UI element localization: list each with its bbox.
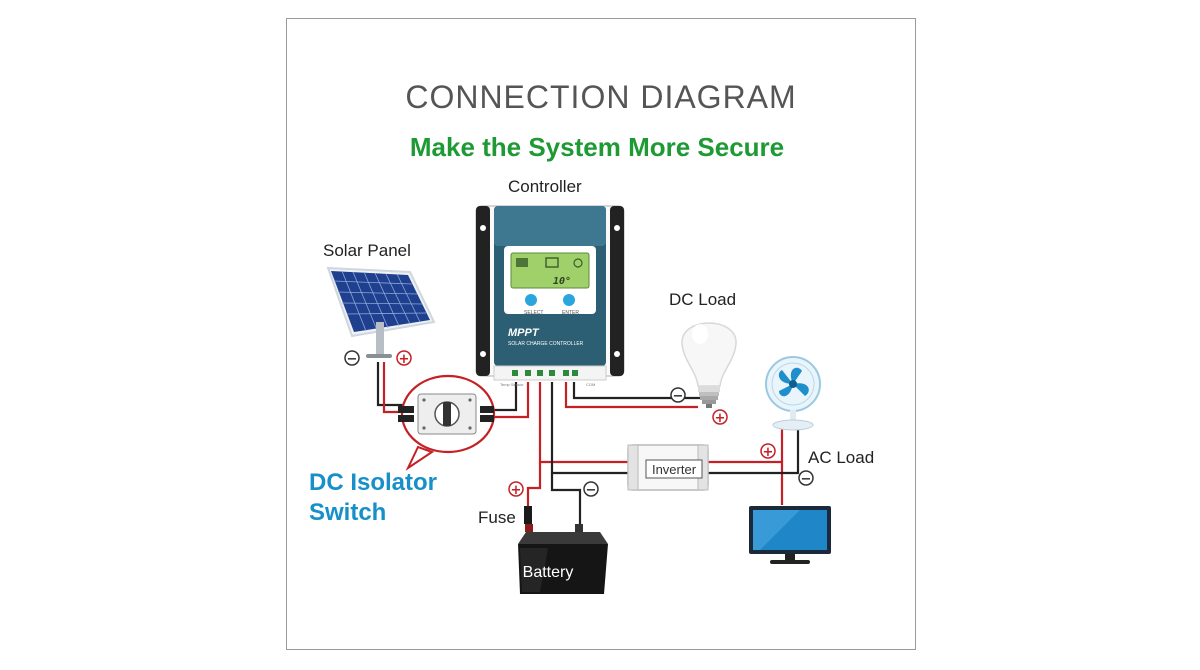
diagram-title: CONNECTION DIAGRAM	[405, 79, 796, 115]
controller-model-text: SOLAR CHARGE CONTROLLER	[508, 341, 584, 347]
controller-enter-button	[563, 294, 575, 306]
controller-brand: MPPT	[508, 327, 540, 339]
controller-select-button	[525, 294, 537, 306]
wiring	[376, 362, 800, 532]
solar-panel-icon	[326, 266, 436, 358]
dc-load-negative-symbol: −	[670, 387, 686, 404]
ac-load-label: AC Load	[808, 448, 874, 467]
battery-positive-symbol: +	[508, 481, 524, 498]
charge-controller-icon: 10° SELECT ENTER MPPT SOLAR CHARGE CONTR…	[475, 205, 625, 387]
solar-negative-symbol: −	[344, 350, 360, 367]
wire-solar-negative	[376, 362, 405, 407]
svg-text:+: +	[511, 483, 522, 498]
svg-text:+: +	[399, 352, 410, 367]
ac-load-negative-symbol: −	[798, 470, 814, 487]
svg-text:−: −	[586, 483, 597, 498]
diagram-subtitle: Make the System More Secure	[410, 132, 784, 162]
isolator-switch-icon	[398, 374, 496, 471]
isolator-label-line1: DC Isolator	[309, 469, 437, 496]
wire-pv-positive	[490, 382, 530, 419]
ac-load-positive-symbol: +	[760, 443, 776, 460]
wire-pv-negative	[490, 382, 518, 412]
svg-text:+: +	[715, 411, 726, 426]
svg-text:−: −	[801, 472, 812, 487]
inverter-icon	[627, 444, 709, 491]
controller-display-value: 10°	[553, 276, 571, 287]
dc-load-label: DC Load	[669, 290, 736, 309]
controller-enter-label: ENTER	[562, 310, 579, 316]
wire-to-fuse	[526, 462, 542, 510]
controller-select-label: SELECT	[524, 310, 543, 316]
wire-battery-negative-bus	[550, 382, 628, 475]
svg-text:−: −	[347, 352, 358, 367]
controller-port-label-left: Temp Sensor	[500, 382, 524, 387]
controller-label: Controller	[508, 177, 582, 196]
inverter-label: Inverter	[652, 462, 697, 477]
fuse-icon	[524, 506, 532, 524]
dc-load-positive-symbol: +	[712, 409, 728, 426]
battery-label: Battery	[523, 564, 574, 581]
wire-dc-load-positive	[564, 382, 698, 409]
monitor-icon	[749, 506, 831, 564]
battery-icon	[518, 524, 608, 594]
controller-port-label-right: COM	[586, 382, 595, 387]
svg-text:−: −	[673, 389, 684, 404]
solar-panel-label: Solar Panel	[323, 241, 411, 260]
wire-ac-neutral	[708, 428, 800, 475]
light-bulb-icon	[681, 322, 737, 408]
wire-battery-positive-bus	[538, 382, 628, 464]
wire-ac-live	[708, 460, 784, 505]
solar-positive-symbol: +	[396, 350, 412, 367]
wire-dc-load-negative	[572, 382, 700, 400]
fuse-label: Fuse	[478, 508, 516, 527]
fan-icon	[765, 356, 821, 431]
wire-battery-negative	[550, 473, 582, 532]
isolator-label-line2: Switch	[309, 499, 386, 526]
battery-negative-symbol: −	[583, 481, 599, 498]
svg-text:+: +	[763, 445, 774, 460]
